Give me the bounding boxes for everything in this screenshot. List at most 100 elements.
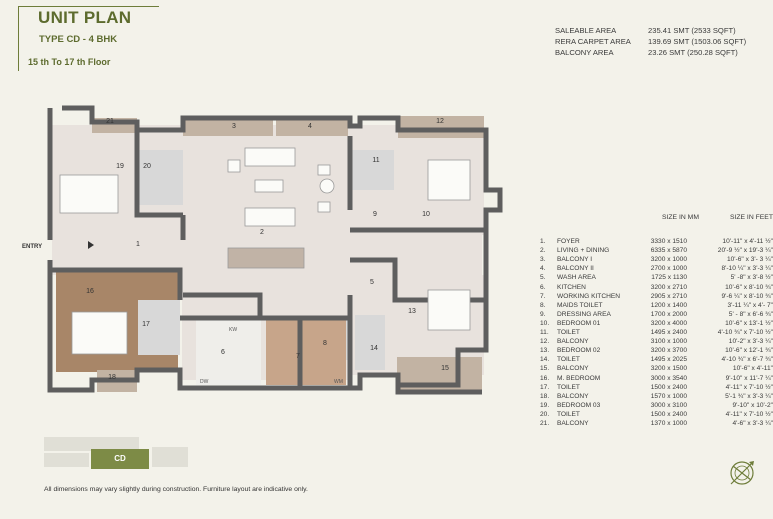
size-ft: 4'-10 ¾" x 6'-7 ¾" [721, 356, 773, 364]
size-ft: 10'-6" x 13'-1 ½" [725, 319, 773, 327]
schedule-row: 14. TOILET 1495 x 2025 4'-10 ¾" x 6'-7 ¾" [540, 355, 773, 364]
room-no: 11. [540, 329, 549, 337]
compass-icon [730, 461, 754, 485]
size-ft: 8'-10 ¼" x 3'-3 ¼" [721, 265, 773, 273]
room-no: 19. [540, 401, 550, 409]
size-ft: 9'-6 ¼" x 8'-10 ¾" [721, 292, 773, 300]
room-number: 6 [221, 349, 225, 356]
key-plan-highlight: CD [91, 449, 149, 469]
room-number: 18 [108, 374, 116, 381]
room-name: TOILET [557, 383, 580, 391]
size-ft: 5' - 8" x 6'-6 ¾" [728, 310, 773, 318]
room-name: BALCONY [557, 338, 589, 346]
room-number: 9 [373, 211, 377, 218]
room-no: 14. [540, 356, 550, 364]
size-ft: 10'-6" x 4'-11" [732, 365, 773, 373]
room-number: 14 [370, 345, 378, 352]
col-mm-header: SIZE IN MM [661, 214, 699, 221]
size-mm: 2905 x 2710 [650, 292, 687, 300]
room-no: 5. [540, 274, 546, 282]
room-number: 7 [296, 353, 300, 360]
working-kitchen-floor [266, 320, 346, 385]
room-number: 3 [232, 123, 236, 130]
area-label: SALEABLE AREA [555, 26, 617, 35]
entry-label: ENTRY [22, 244, 42, 250]
size-mm: 3200 x 1500 [650, 365, 687, 373]
room-number: 20 [143, 163, 151, 170]
size-ft: 4'-11" x 7'-10 ½" [725, 410, 773, 418]
room-number: 19 [116, 163, 124, 170]
room-no: 3. [540, 256, 546, 264]
room-name: TOILET [557, 329, 580, 337]
room-no: 9. [540, 310, 546, 318]
size-mm: 3200 x 3700 [650, 347, 687, 355]
size-mm: 3330 x 1510 [650, 238, 687, 246]
room-name: TOILET [557, 356, 580, 364]
room-number: 2 [260, 229, 264, 236]
room-number: 16 [86, 288, 94, 295]
key-plan-block [152, 447, 188, 467]
size-ft: 5'-1 ¾" x 3'-3 ¼" [725, 392, 773, 400]
room-name: BEDROOM 01 [557, 319, 601, 327]
room-name: LIVING + DINING [557, 247, 610, 255]
size-ft: 10'-2" x 3'-3 ¼" [728, 338, 773, 346]
disclaimer: All dimensions may vary slightly during … [44, 486, 308, 493]
walls [47, 105, 503, 395]
room-no: 7. [540, 292, 546, 300]
room-name: WORKING KITCHEN [557, 292, 621, 300]
schedule-row: 10. BEDROOM 01 3200 x 4000 10'-6" x 13'-1 ½… [540, 319, 773, 328]
size-ft: 9'-10" x 10'-2" [732, 401, 773, 409]
room-name: BEDROOM 02 [557, 347, 601, 355]
room-name: M. BEDROOM [557, 374, 601, 382]
area-row: RERA CARPET AREA 139.69 SMT (1503.06 SQF… [555, 36, 746, 47]
size-mm: 1570 x 1000 [650, 392, 687, 400]
col-ft-header: SIZE IN FEET [729, 214, 773, 221]
room-no: 20. [540, 410, 550, 418]
area-row: BALCONY AREA 23.26 SMT (250.28 SQFT) [555, 47, 746, 58]
size-mm: 3100 x 1000 [650, 338, 687, 346]
room-number: 10 [422, 211, 430, 218]
size-mm: 3000 x 3100 [650, 401, 687, 409]
floor-range: 15 th To 17 th Floor [28, 57, 111, 67]
room-name: TOILET [557, 410, 580, 418]
room-number: 8 [323, 340, 327, 347]
size-ft: 10'-11" x 4'-11 ½" [722, 238, 773, 246]
schedule-row: 20. TOILET 1500 x 2400 4'-11" x 7'-10 ½" [540, 410, 773, 419]
room-name: BALCONY [557, 392, 589, 400]
room-number: 15 [441, 365, 449, 372]
key-plan-block [44, 437, 139, 451]
room-number: 11 [372, 157, 379, 164]
room-no: 1. [540, 238, 546, 246]
floor-plan: 1 2 3 4 5 6 7 8 9 10 11 12 13 14 15 16 1… [22, 105, 503, 395]
size-ft: 9'-10" x 11'-7 ¼" [725, 374, 773, 382]
size-mm: 6335 x 5870 [650, 247, 687, 255]
key-plan-block [44, 453, 89, 467]
size-ft: 10'-6" x 8'-10 ¾" [725, 283, 773, 291]
size-ft: 4'-11" x 7'-10 ½" [725, 383, 773, 391]
size-mm: 3200 x 2710 [650, 283, 687, 291]
room-no: 17. [540, 383, 550, 391]
size-ft: 3'-11 ¼" x 4'- 7" [727, 301, 773, 309]
schedule-header: SIZE IN MM SIZE IN FEET [540, 213, 773, 222]
fixture-labels: KW DW WM [200, 327, 343, 385]
dw-label: DW [200, 379, 209, 385]
size-mm: 1500 x 2400 [650, 410, 687, 418]
room-no: 10. [540, 319, 550, 327]
size-mm: 3200 x 4000 [650, 319, 687, 327]
area-label: RERA CARPET AREA [555, 37, 631, 47]
size-mm: 1495 x 2025 [650, 356, 687, 364]
room-numbers: 1 2 3 4 5 6 7 8 9 10 11 12 13 14 15 16 1… [86, 118, 449, 381]
size-ft: 10'-6" x 3'- 3 ¼" [726, 256, 773, 264]
area-value: 23.26 SMT (250.28 SQFT) [648, 48, 738, 58]
size-mm: 1725 x 1130 [651, 274, 687, 282]
room-no: 6. [540, 283, 546, 291]
page-title: UNIT PLAN [38, 8, 132, 27]
size-mm: 3200 x 1000 [650, 256, 687, 264]
